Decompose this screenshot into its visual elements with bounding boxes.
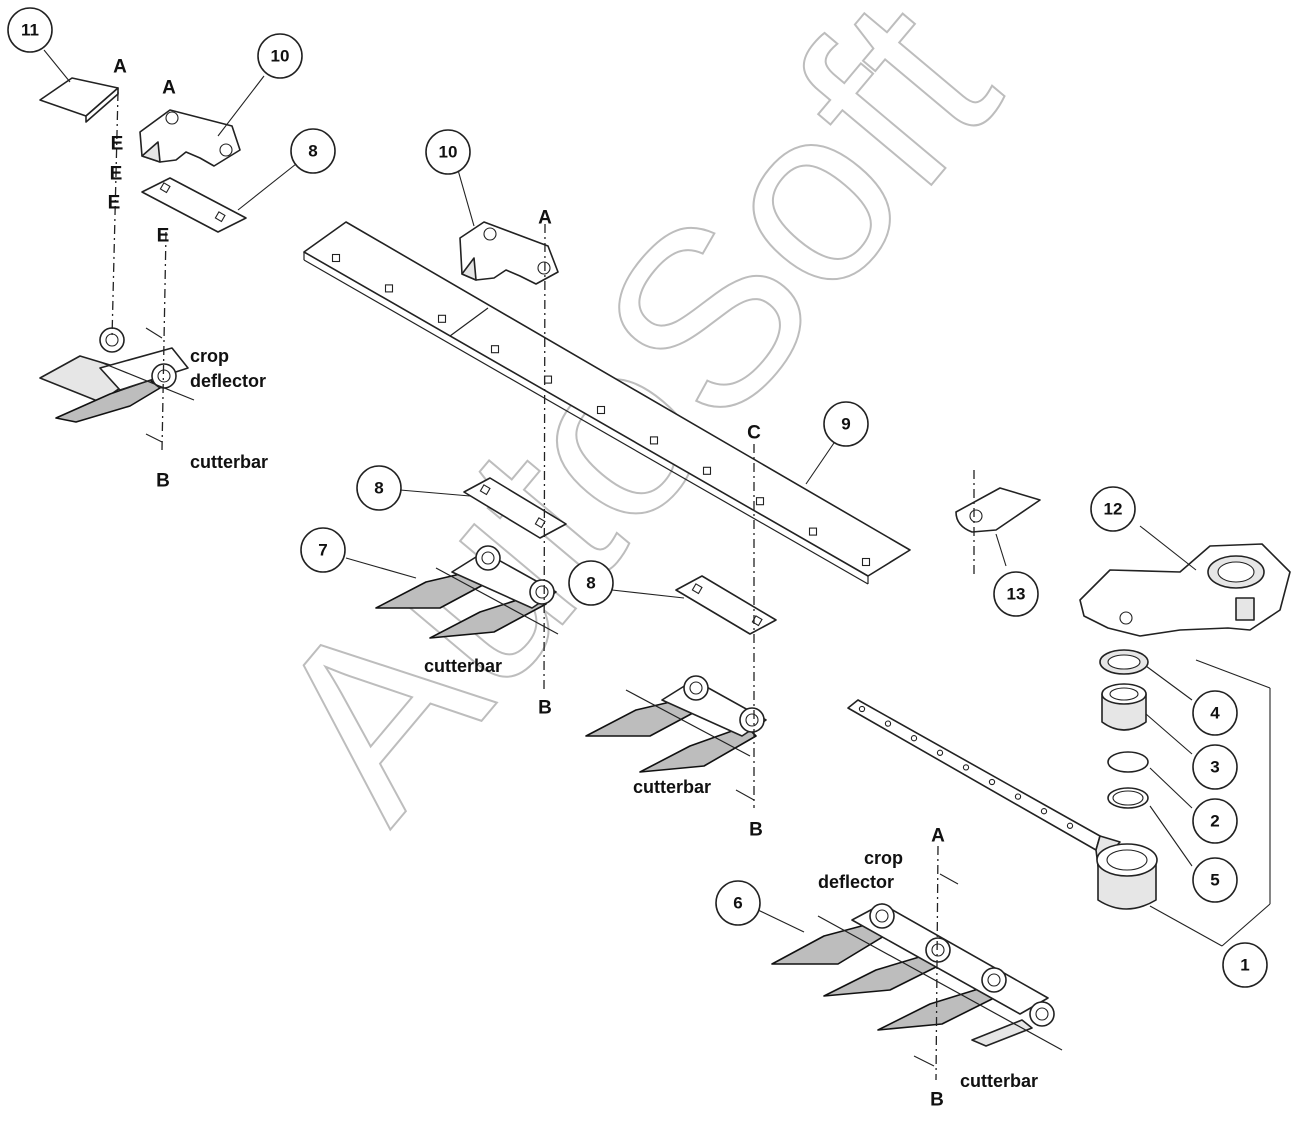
svg-text:1: 1 <box>1240 956 1249 975</box>
bar-hole <box>437 314 447 323</box>
arm-hole <box>936 749 944 756</box>
svg-text:10: 10 <box>439 143 458 162</box>
part-13-plate <box>955 487 1041 533</box>
letter-b: B <box>930 1090 944 1111</box>
callout-9: 9 <box>823 401 869 447</box>
bar-hole <box>331 253 341 263</box>
arm-hole <box>1040 808 1048 815</box>
guard-assembly-lower-right <box>771 903 1063 1051</box>
leader-lines <box>43 49 1271 947</box>
arm-hole <box>1066 822 1074 829</box>
label-deflector-lower: deflector <box>818 872 894 892</box>
label-cutterbar-lower: cutterbar <box>960 1071 1038 1091</box>
bar-hole <box>755 497 765 506</box>
callout-4: 4 <box>1192 690 1238 736</box>
svg-text:9: 9 <box>841 415 850 434</box>
callout-10-center: 10 <box>425 129 471 175</box>
letter-a: A <box>931 826 945 847</box>
part-2-disc <box>1107 751 1149 773</box>
arm-hole <box>962 764 970 771</box>
letter-a: A <box>162 78 176 99</box>
part-8-shim-upper <box>141 177 247 233</box>
letter-e: E <box>108 193 121 214</box>
part-10-clamp-upper <box>139 109 241 167</box>
svg-text:10: 10 <box>271 47 290 66</box>
svg-text:13: 13 <box>1007 585 1026 604</box>
part-3-bearing <box>1101 683 1147 731</box>
bar-hole <box>384 284 394 293</box>
arm-hole <box>1014 793 1022 800</box>
callout-10-upper: 10 <box>257 33 303 79</box>
svg-text:8: 8 <box>308 142 317 161</box>
label-cutterbar-center: cutterbar <box>424 656 502 676</box>
svg-text:5: 5 <box>1210 871 1219 890</box>
callout-2: 2 <box>1192 798 1238 844</box>
part-12-housing <box>1079 543 1291 637</box>
arm-hole <box>858 705 866 713</box>
arm-hole <box>910 735 918 742</box>
callout-13: 13 <box>993 571 1039 617</box>
letter-e: E <box>110 164 123 185</box>
callout-8-upper: 8 <box>290 128 336 174</box>
label-cutterbar-right: cutterbar <box>633 777 711 797</box>
part-10-clamp-center <box>459 221 559 285</box>
svg-text:6: 6 <box>733 894 742 913</box>
part-9-knife-bar <box>303 221 911 585</box>
letter-a: A <box>113 57 127 78</box>
callout-11: 11 <box>7 7 53 53</box>
arm-hole <box>884 720 892 727</box>
callout-7: 7 <box>300 527 346 573</box>
bar-hole <box>702 466 712 475</box>
arm-hole <box>988 778 996 786</box>
part-1-pitman-arm <box>847 699 1158 910</box>
letter-e: E <box>157 226 170 247</box>
guard-assembly-upper-left <box>39 327 195 423</box>
letter-a: A <box>538 208 552 229</box>
letter-c: C <box>747 423 761 444</box>
label-cutterbar-upper: cutterbar <box>190 452 268 472</box>
svg-text:4: 4 <box>1210 704 1220 723</box>
svg-text:7: 7 <box>318 541 327 560</box>
part-4-seal <box>1099 649 1149 675</box>
bar-hole <box>861 557 871 567</box>
part-8-shim-center <box>463 477 567 539</box>
svg-text:2: 2 <box>1210 812 1219 831</box>
letter-b: B <box>156 471 170 492</box>
label-crop-lower: crop <box>864 848 903 868</box>
part-8-shim-right <box>675 575 777 635</box>
bar-hole <box>543 375 553 384</box>
callout-12: 12 <box>1090 486 1136 532</box>
svg-text:3: 3 <box>1210 758 1219 777</box>
letter-b: B <box>538 698 552 719</box>
callout-1: 1 <box>1222 942 1268 988</box>
guard-assembly-center-2 <box>585 675 767 773</box>
guard-assembly-center-1 <box>375 545 559 639</box>
bar-hole <box>490 345 500 354</box>
callout-8-center: 8 <box>356 465 402 511</box>
callout-8-right: 8 <box>568 560 614 606</box>
label-crop-upper: crop <box>190 346 229 366</box>
callout-6: 6 <box>715 880 761 926</box>
letter-b: B <box>749 820 763 841</box>
svg-text:8: 8 <box>374 479 383 498</box>
svg-text:12: 12 <box>1104 500 1123 519</box>
svg-text:8: 8 <box>586 574 595 593</box>
bar-hole <box>808 527 818 536</box>
callout-5: 5 <box>1192 857 1238 903</box>
bar-hole <box>649 436 659 445</box>
callout-3: 3 <box>1192 744 1238 790</box>
label-deflector-upper: deflector <box>190 371 266 391</box>
letter-e: E <box>111 134 124 155</box>
bar-hole <box>596 405 606 415</box>
center-lines <box>111 91 975 1081</box>
part-11-plate <box>39 77 119 123</box>
svg-text:11: 11 <box>21 21 39 40</box>
part-5-ring <box>1107 787 1149 809</box>
